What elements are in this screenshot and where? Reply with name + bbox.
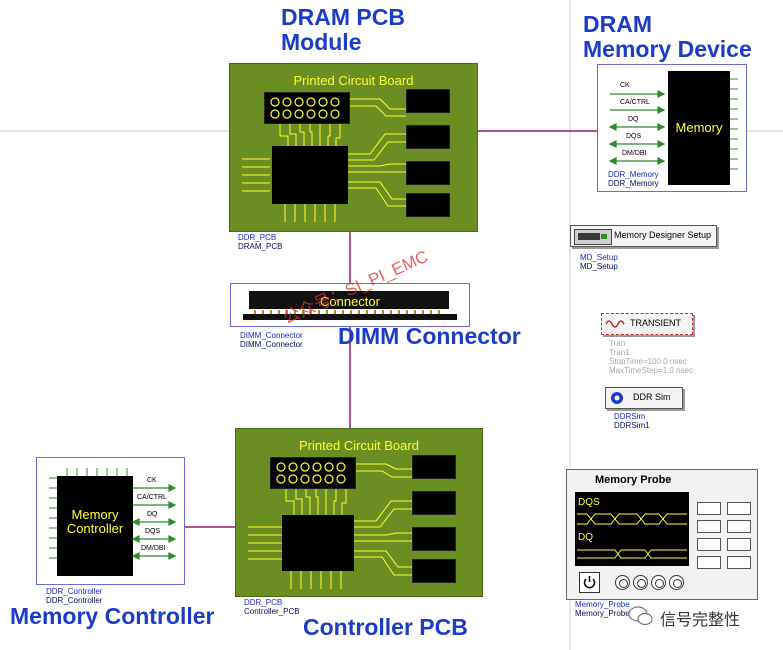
transient-wave [605, 320, 625, 328]
dram-pcb-title: DRAM PCB Module [281, 4, 405, 55]
ddr-sim-component[interactable]: DDR Sim [605, 387, 683, 409]
memory-device-symbol[interactable]: CK CA/CTRL DQ DQS DM/DBI Memory [597, 64, 747, 192]
transient-label: TRANSIENT [630, 318, 682, 328]
controller-pcb-pad-4 [412, 559, 456, 583]
controller-pcb-board[interactable]: Printed Circuit Board [235, 428, 483, 597]
md-setup-label: Memory Designer Setup [614, 230, 712, 240]
mem-pin-dq: DQ [628, 116, 639, 123]
probe-knob-2[interactable] [633, 575, 648, 590]
md-setup-caption: MD_Setup MD_Setup [580, 253, 618, 271]
ctrl-pin-ca: CA/CTRL [137, 494, 167, 501]
controller-pcb-caption: DDR_PCB Controller_PCB [244, 598, 300, 616]
probe-button-3[interactable] [697, 520, 721, 533]
memory-probe-caption: Memory_Probe Memory_Probe [575, 600, 630, 618]
ctrl-pin-ck: CK [147, 477, 157, 484]
connector-symbol[interactable]: Connector [230, 283, 470, 327]
probe-button-2[interactable] [727, 502, 751, 515]
memory-device-caption: DDR_Memory DDR_Memory [608, 170, 659, 188]
memory-device-label: Memory [675, 120, 723, 135]
dram-pcb-chip [272, 146, 348, 204]
probe-button-4[interactable] [727, 520, 751, 533]
ctrl-pin-dqs: DQS [145, 528, 161, 535]
controller-pcb-label: Printed Circuit Board [299, 438, 419, 453]
md-setup-component[interactable]: Memory Designer Setup [570, 225, 717, 247]
controller-pcb-chip [282, 515, 354, 571]
ddr-sim-gear [611, 392, 623, 404]
transient-caption: Tran Tran1 StopTime=100.0 nsec MaxTimeSt… [609, 339, 693, 375]
memory-controller-symbol[interactable]: Memory Controller CK CA/CTRL DQ DQS DM/D… [36, 457, 185, 585]
ddr-sim-icon [609, 390, 625, 406]
dram-pcb-board[interactable]: Printed Circuit Board [229, 63, 478, 232]
md-setup-icon-led [601, 234, 607, 239]
dram-pcb-header-connector [264, 92, 350, 124]
dimm-connector-title: DIMM Connector [338, 323, 521, 349]
connector-label: Connector [320, 294, 380, 309]
probe-button-7[interactable] [697, 556, 721, 569]
dram-device-title: DRAM Memory Device [583, 11, 752, 62]
probe-waveforms [577, 513, 687, 559]
md-setup-icon [574, 229, 612, 245]
probe-knob-4[interactable] [669, 575, 684, 590]
mem-pin-ca: CA/CTRL [620, 99, 650, 106]
mem-pin-dqs: DQS [626, 133, 642, 140]
md-setup-icon-body [578, 233, 600, 240]
probe-power-icon[interactable] [579, 572, 600, 593]
probe-knob-1[interactable] [615, 575, 630, 590]
transient-component[interactable]: TRANSIENT [601, 313, 693, 335]
memory-probe-component[interactable]: Memory Probe DQS DQ [566, 469, 758, 600]
controller-pcb-pad-1 [412, 455, 456, 479]
controller-pcb-pad-3 [412, 527, 456, 551]
memory-device-pins [608, 78, 738, 170]
dram-pcb-traces [242, 98, 406, 222]
probe-button-6[interactable] [727, 538, 751, 551]
dram-pcb-caption: DDR_PCB DRAM_PCB [238, 233, 283, 251]
power-symbol [583, 576, 596, 589]
controller-pcb-header-connector [270, 457, 356, 489]
probe-trace-dqs-label: DQS [578, 497, 600, 508]
ddr-sim-label: DDR Sim [633, 392, 671, 402]
dram-pcb-pad-4 [406, 193, 450, 217]
wechat-icon [628, 605, 654, 627]
probe-button-8[interactable] [727, 556, 751, 569]
memory-probe-screen: DQS DQ [575, 492, 689, 566]
ddr-sim-caption: DDRSim DDRSim1 [614, 412, 650, 430]
memory-probe-title: Memory Probe [595, 474, 672, 486]
probe-knob-3[interactable] [651, 575, 666, 590]
probe-trace-dq-label: DQ [578, 532, 593, 543]
probe-button-1[interactable] [697, 502, 721, 515]
wechat-account-name: 信号完整性 [660, 612, 741, 629]
mem-pin-ck: CK [620, 82, 630, 89]
header-pins [276, 462, 346, 484]
probe-button-5[interactable] [697, 538, 721, 551]
wechat-bubbles [628, 606, 653, 626]
ctrl-pin-dm: DM/DBI [141, 545, 166, 552]
controller-pcb-pad-2 [412, 491, 456, 515]
transient-icon [605, 317, 625, 331]
dram-pcb-pad-1 [406, 89, 450, 113]
memory-controller-caption: DDR_Controller DDR_Controller [46, 587, 103, 605]
memory-controller-pins [49, 468, 177, 560]
ctrl-pin-dq: DQ [147, 511, 158, 518]
memory-device-chip: Memory [668, 71, 730, 185]
controller-pcb-traces [248, 463, 412, 589]
connector-caption: DIMM_Connector DIMM_Connector [240, 331, 303, 349]
dram-pcb-pad-3 [406, 161, 450, 185]
memory-controller-title: Memory Controller [10, 603, 215, 629]
connector-pins [243, 310, 457, 320]
header-pins [270, 97, 340, 119]
dram-pcb-pad-2 [406, 125, 450, 149]
memory-controller-chip: Memory Controller [57, 476, 133, 576]
dram-pcb-label: Printed Circuit Board [293, 73, 414, 88]
mem-pin-dm: DM/DBI [622, 150, 647, 157]
memory-controller-label: Memory Controller [66, 507, 124, 536]
controller-pcb-title: Controller PCB [303, 614, 468, 640]
connector-body [249, 291, 449, 309]
